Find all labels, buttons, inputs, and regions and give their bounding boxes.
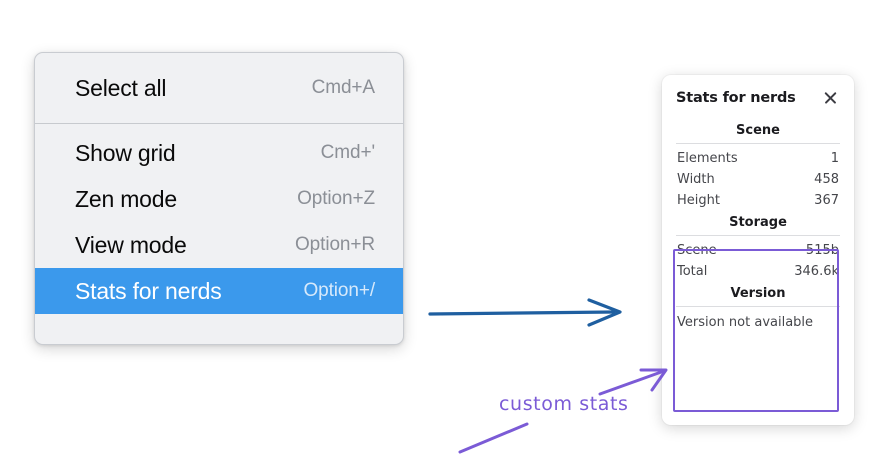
menu-item-shortcut: Cmd+': [320, 142, 375, 163]
menu-item-label: Stats for nerds: [75, 277, 222, 304]
stat-row-height: Height 367: [674, 190, 842, 211]
stat-value: 1: [830, 151, 839, 166]
section-title-scene: Scene: [736, 123, 780, 138]
stats-panel-header: Stats for nerds: [676, 89, 840, 107]
menu-item-label: Show grid: [75, 139, 176, 166]
menu-group-view: Show grid Cmd+' Zen mode Option+Z View m…: [35, 124, 403, 320]
section-divider: [676, 235, 840, 236]
menu-separator: [35, 123, 403, 124]
menu-item-label: Zen mode: [75, 185, 177, 212]
custom-stats-annotation-label: custom stats: [499, 393, 629, 415]
context-menu[interactable]: Select all Cmd+A Show grid Cmd+' Zen mod…: [34, 52, 404, 345]
stat-row-storage-total: Total 346.6k: [674, 261, 842, 282]
menu-item-label: Select all: [75, 74, 167, 101]
section-divider: [676, 143, 840, 144]
section-title-version: Version: [730, 286, 786, 301]
stats-panel-title: Stats for nerds: [676, 90, 796, 106]
stat-value: 515b: [805, 243, 839, 258]
stat-row-elements: Elements 1: [674, 148, 842, 169]
menu-item-shortcut: Option+Z: [297, 188, 375, 209]
menu-item-shortcut: Cmd+A: [311, 77, 375, 98]
stats-for-nerds-panel: Stats for nerds Scene Elements 1 Width 4…: [662, 75, 854, 425]
stat-label: Elements: [677, 151, 738, 166]
stat-value: 367: [814, 193, 839, 208]
menu-item-shortcut: Option+R: [295, 234, 375, 255]
stat-label: Width: [677, 172, 715, 187]
stat-row-storage-scene: Scene 515b: [674, 240, 842, 261]
section-title-storage: Storage: [729, 215, 787, 230]
stat-label: Scene: [677, 243, 717, 258]
menu-item-stats-for-nerds[interactable]: Stats for nerds Option+/: [35, 268, 403, 314]
stat-value: 458: [814, 172, 839, 187]
stat-label: Total: [677, 264, 708, 279]
close-icon[interactable]: [822, 89, 840, 107]
stat-row-width: Width 458: [674, 169, 842, 190]
menu-item-select-all[interactable]: Select all Cmd+A: [35, 65, 403, 111]
menu-group-primary: Select all Cmd+A: [35, 53, 403, 123]
menu-item-label: View mode: [75, 231, 187, 258]
version-note: Version not available: [677, 315, 814, 330]
menu-item-show-grid[interactable]: Show grid Cmd+': [35, 130, 403, 176]
menu-item-zen-mode[interactable]: Zen mode Option+Z: [35, 176, 403, 222]
stat-value: 346.6k: [794, 264, 839, 279]
menu-item-view-mode[interactable]: View mode Option+R: [35, 222, 403, 268]
stat-label: Height: [677, 193, 720, 208]
section-divider: [676, 306, 840, 307]
menu-item-shortcut: Option+/: [303, 280, 375, 301]
